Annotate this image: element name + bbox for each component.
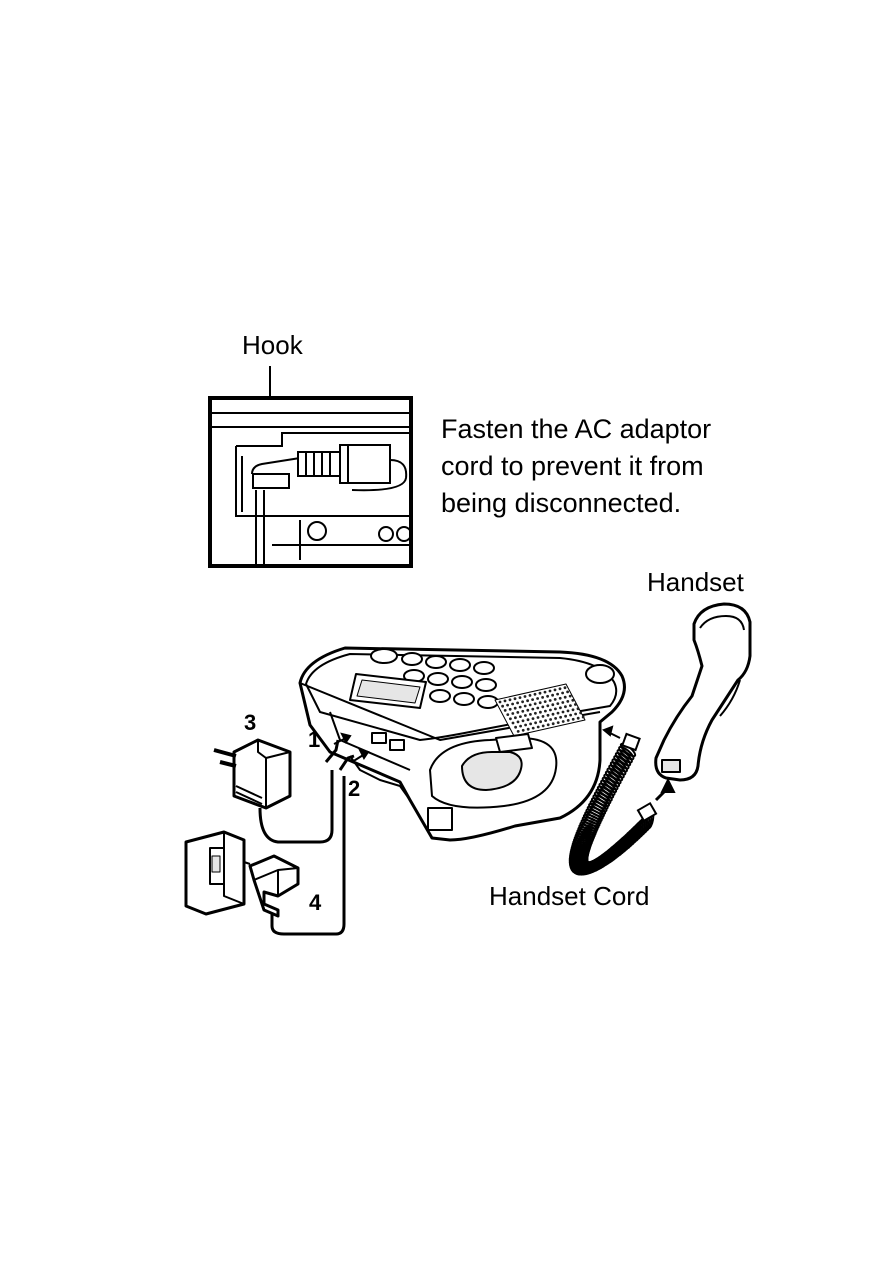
ac-adaptor [213, 738, 340, 844]
step-1-label: 1 [308, 727, 320, 752]
keypad [370, 648, 615, 709]
handset-cord-plugs [602, 725, 676, 823]
hook-label: Hook [242, 330, 304, 360]
instruction-line-3: being disconnected. [441, 488, 681, 518]
instruction-line-2: cord to prevent it from [441, 451, 704, 481]
handset-cord-label: Handset Cord [489, 881, 649, 911]
telephone-base [298, 646, 626, 842]
handset-cord [568, 742, 655, 876]
step-3-label: 3 [244, 710, 256, 735]
step-2-label: 2 [348, 776, 360, 801]
telephone-line-plug [248, 754, 355, 936]
speaker-dots [498, 686, 585, 733]
adaptor-cord-in-hook [251, 444, 408, 566]
hook-detail-inset: Hook [208, 330, 711, 568]
step-4-label: 4 [309, 890, 322, 915]
connector-arrows [333, 732, 370, 763]
handset-label: Handset [647, 567, 745, 597]
inset-housing [212, 412, 412, 560]
instruction-line-1: Fasten the AC adaptor [441, 414, 711, 444]
wall-jack [184, 830, 251, 916]
handset [654, 602, 752, 782]
